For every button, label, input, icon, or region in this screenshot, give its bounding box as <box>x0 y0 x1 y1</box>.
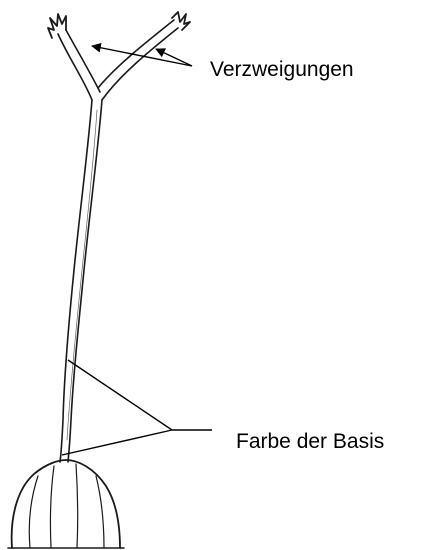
base-rib-4 <box>96 476 104 548</box>
annotation-branches: Verzweigungen <box>92 46 354 81</box>
stem-left-outline <box>60 100 92 462</box>
stem-shading <box>67 110 97 440</box>
base-leader-bottom <box>62 430 172 455</box>
base-rib-3 <box>76 464 78 548</box>
right-branch-tip <box>172 12 190 30</box>
right-branch-inner <box>98 20 174 88</box>
label-base-color: Farbe der Basis <box>236 430 384 453</box>
plant-drawing <box>8 12 190 548</box>
base-leader-top <box>68 360 172 430</box>
right-branch <box>102 28 178 100</box>
left-branch-tip <box>48 14 66 38</box>
base-rib-1 <box>29 476 38 548</box>
branches-arrow-left <box>92 46 192 66</box>
branches-arrow-right <box>156 49 192 66</box>
base-rib-2 <box>50 466 54 548</box>
annotation-base-color: Farbe der Basis <box>62 360 384 455</box>
label-branches: Verzweigungen <box>210 58 354 81</box>
